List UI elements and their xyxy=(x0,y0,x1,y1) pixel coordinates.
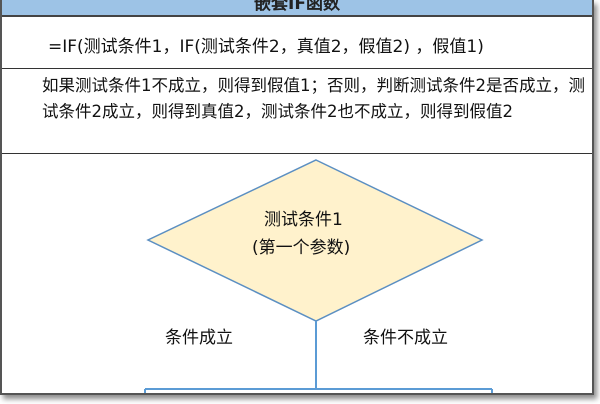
formula-text: =IF(测试条件1，IF(测试条件2，真值2，假值2) ，假值1) xyxy=(48,37,484,57)
flowchart xyxy=(144,159,493,393)
decision-label-line1: 测试条件1 xyxy=(264,210,343,230)
divider xyxy=(2,153,592,154)
description-text: 如果测试条件1不成立，则得到假值1；否则，判断测试条件2是否成立，测试条件2成立… xyxy=(42,76,585,121)
decision-label-line2: (第一个参数) xyxy=(252,238,351,258)
header-title: 嵌套IF函数 xyxy=(254,0,340,14)
branch-false-label: 条件不成立 xyxy=(363,328,448,348)
diagram-frame: 嵌套IF函数 =IF(测试条件1，IF(测试条件2，真值2，假值2) ，假值1)… xyxy=(0,0,594,395)
branch-true-label: 条件成立 xyxy=(165,328,233,348)
divider xyxy=(2,68,592,69)
header-bar: 嵌套IF函数 xyxy=(2,0,592,17)
